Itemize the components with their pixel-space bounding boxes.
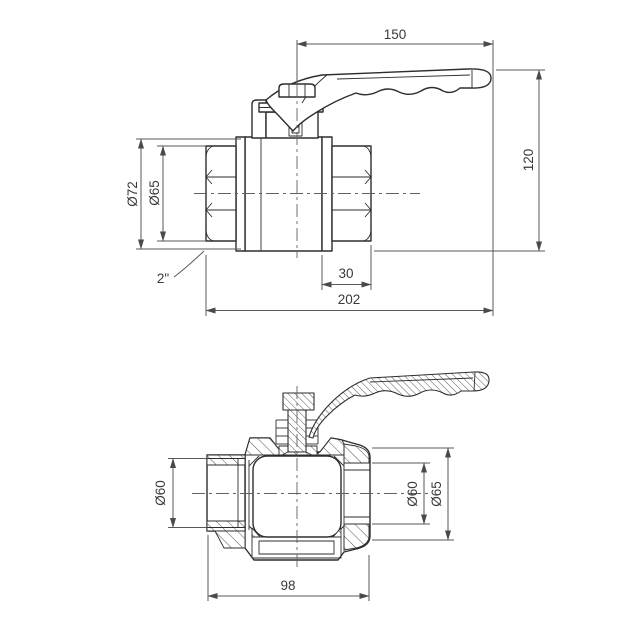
dim-label-d60-left: Ø60 bbox=[153, 480, 168, 506]
dim-overall-height: 120 bbox=[374, 69, 545, 252]
dim-right-outer: Ø65 bbox=[372, 447, 454, 541]
dim-nut-across-flats: Ø65 bbox=[147, 145, 206, 242]
dim-label-120: 120 bbox=[521, 149, 536, 172]
dim-body-length: 98 bbox=[207, 535, 370, 601]
dim-label-98: 98 bbox=[280, 578, 295, 593]
dim-label-d60-right: Ø60 bbox=[405, 481, 420, 507]
top-view: Ø72 Ø65 150 120 30 bbox=[125, 27, 545, 316]
dim-right-bore: Ø60 bbox=[372, 462, 430, 525]
section-stem bbox=[275, 392, 319, 457]
dim-label-30: 30 bbox=[338, 266, 353, 281]
dim-label-d72: Ø72 bbox=[125, 181, 140, 207]
bottom-view: Ø60 Ø60 Ø65 98 bbox=[153, 371, 490, 601]
dim-handle-length: 150 bbox=[296, 27, 494, 316]
dim-label-d65-top: Ø65 bbox=[147, 180, 162, 206]
dim-nut-width: 30 bbox=[321, 245, 372, 290]
dim-left-bore: Ø60 bbox=[153, 458, 207, 528]
section-seat-housing bbox=[251, 527, 342, 559]
dim-overall-length: 202 bbox=[205, 255, 494, 316]
valve-body-side bbox=[205, 136, 372, 252]
thread-size-callout: 2" bbox=[157, 250, 205, 286]
dim-label-d65-right: Ø65 bbox=[429, 481, 444, 507]
dim-label-150: 150 bbox=[384, 27, 407, 42]
dim-body-diameter: Ø72 bbox=[125, 138, 241, 250]
handle-side bbox=[265, 68, 492, 132]
dim-label-202: 202 bbox=[338, 292, 361, 307]
dim-label-2in: 2" bbox=[157, 271, 170, 286]
section-left-cap bbox=[206, 454, 246, 549]
section-handle bbox=[308, 371, 490, 439]
